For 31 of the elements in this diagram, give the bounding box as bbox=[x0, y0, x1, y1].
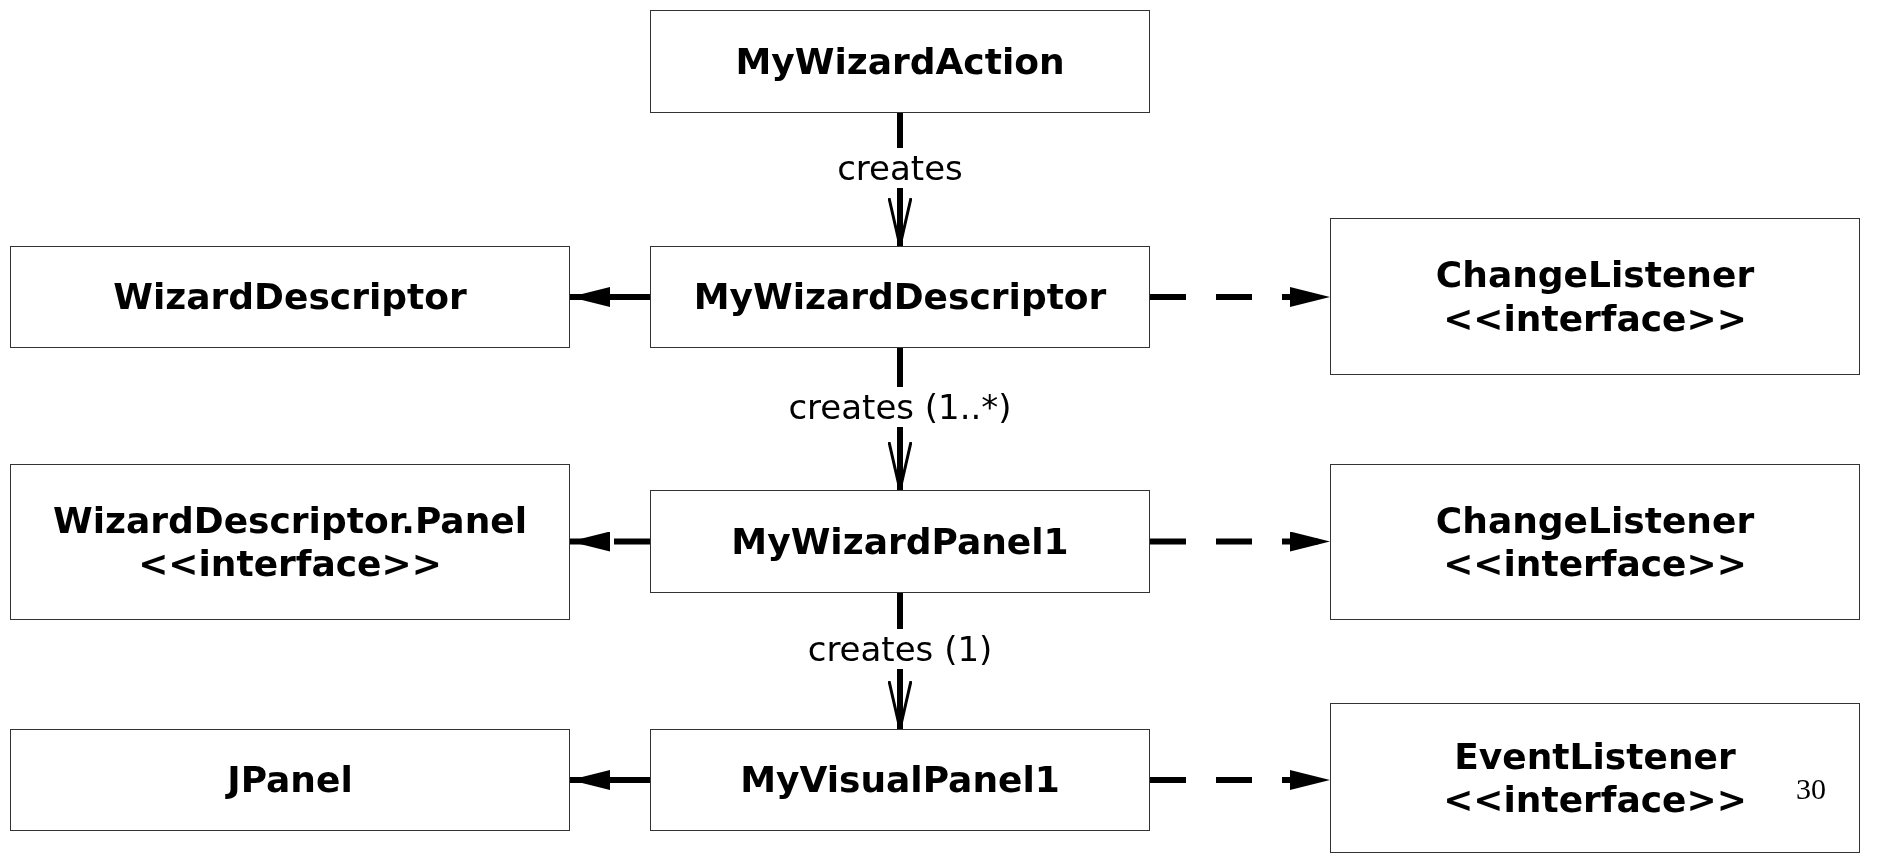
arrow bbox=[1150, 287, 1330, 307]
arrow bbox=[570, 287, 650, 307]
class-box bbox=[1330, 218, 1860, 375]
stereotype-label: <<interface>> bbox=[1443, 778, 1747, 822]
class-name: JPanel bbox=[227, 758, 353, 802]
class-box bbox=[1330, 464, 1860, 620]
class-name: MyWizardAction bbox=[735, 39, 1065, 84]
class-name: WizardDescriptor bbox=[113, 275, 467, 319]
stereotype-label: <<interface>> bbox=[1443, 296, 1747, 340]
stereotype-label: <<interface>> bbox=[138, 542, 442, 586]
class-name: ChangeListener bbox=[1435, 253, 1755, 297]
class-box bbox=[10, 464, 570, 620]
class-box bbox=[1330, 703, 1860, 853]
class-name: MyWizardPanel1 bbox=[731, 519, 1069, 564]
stereotype-label: <<interface>> bbox=[1443, 542, 1747, 586]
class-name: EventListener bbox=[1454, 734, 1736, 778]
class-box bbox=[10, 729, 570, 831]
class-box bbox=[650, 490, 1150, 593]
page-number: 30 bbox=[1796, 772, 1826, 806]
arrow bbox=[1150, 531, 1330, 552]
class-box bbox=[650, 246, 1150, 348]
class-name: WizardDescriptor.Panel bbox=[52, 498, 528, 542]
class-name: ChangeListener bbox=[1435, 498, 1755, 542]
class-box bbox=[650, 729, 1150, 831]
arrow bbox=[1150, 770, 1330, 790]
class-box bbox=[10, 246, 570, 348]
class-name: MyWizardDescriptor bbox=[693, 275, 1107, 319]
class-name: MyVisualPanel1 bbox=[740, 758, 1060, 802]
arrow bbox=[570, 770, 650, 790]
class-box bbox=[650, 10, 1150, 113]
arrow bbox=[570, 531, 650, 552]
